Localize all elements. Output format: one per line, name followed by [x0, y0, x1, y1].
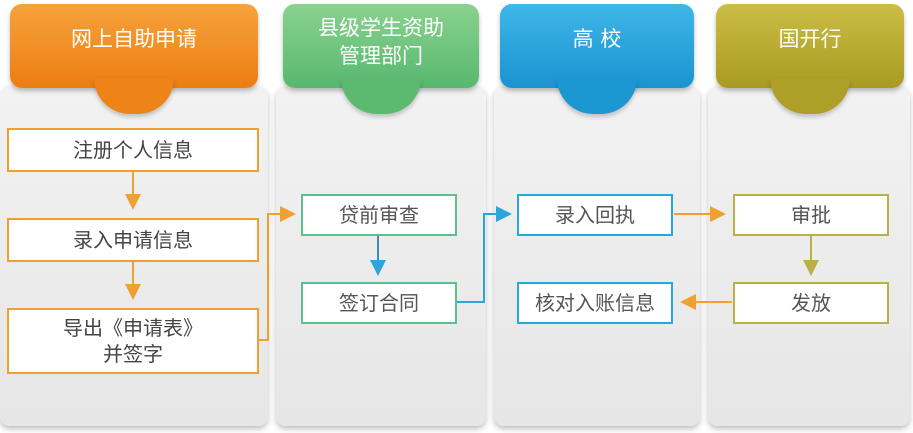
column-panel-university [494, 86, 700, 426]
step-verify-account: 核对入账信息 [517, 282, 673, 324]
arrow-contract-to-receipt [457, 206, 512, 303]
step-input-receipt: 录入回执 [517, 194, 673, 236]
arrow-export-to-review [258, 206, 296, 341]
step-sign-contract: 签订合同 [301, 282, 457, 324]
step-pre-loan-review: 贷前审查 [301, 194, 457, 236]
column-title-online: 网上自助申请 [71, 27, 197, 51]
step-disbursement: 发放 [733, 282, 889, 324]
column-header-bank: 国开行 [716, 4, 904, 88]
column-panel-bank [708, 86, 910, 426]
step-register-info: 注册个人信息 [7, 128, 259, 172]
step-input-application: 录入申请信息 [7, 218, 259, 262]
step-export-and-sign: 导出《申请表》 并签字 [7, 308, 259, 374]
step-approval: 审批 [733, 194, 889, 236]
column-header-university: 高 校 [500, 4, 694, 88]
column-title-university: 高 校 [572, 27, 622, 51]
column-panel-county [276, 86, 486, 426]
column-title-county: 县级学生资助 管理部门 [318, 16, 444, 68]
column-title-bank: 国开行 [778, 27, 842, 51]
column-header-county: 县级学生资助 管理部门 [283, 4, 479, 88]
column-header-online: 网上自助申请 [10, 4, 258, 88]
